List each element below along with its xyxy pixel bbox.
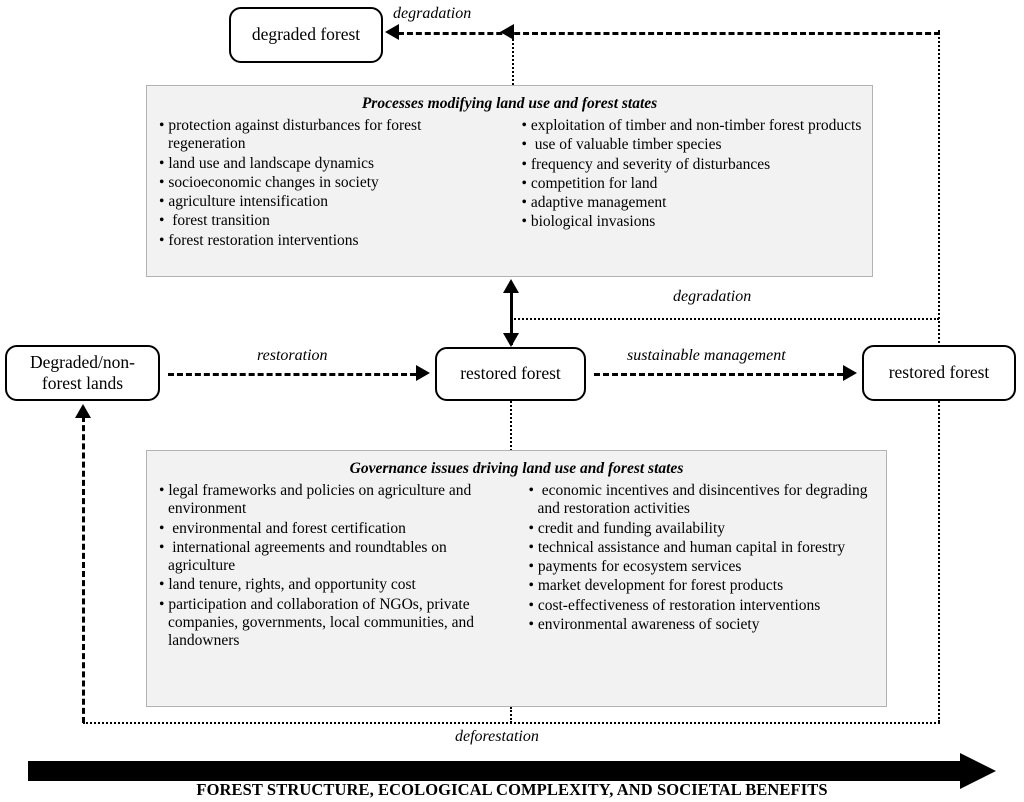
node-degraded-non-forest-lands-label-line2: forest lands xyxy=(41,373,124,393)
list-item: biological invasions xyxy=(522,213,863,231)
panel-processes-title: Processes modifying land use and forest … xyxy=(361,95,658,112)
list-item: use of valuable timber species xyxy=(522,136,863,154)
list-item: forest restoration interventions xyxy=(159,232,502,250)
node-degraded-non-forest-lands[interactable]: Degraded/non- forest lands xyxy=(5,345,160,401)
list-item: adaptive management xyxy=(522,194,863,212)
node-restored-forest-right-label: restored forest xyxy=(888,362,990,383)
panel-processes-right-list: exploitation of timber and non-timber fo… xyxy=(522,117,863,232)
panel-processes-left-column: protection against disturbances for fore… xyxy=(153,117,510,251)
list-item: market development for forest products xyxy=(529,577,877,595)
edge-label-sustainable-management: sustainable management xyxy=(627,347,786,364)
edge-processes-restored-arrowhead-down xyxy=(503,333,519,347)
list-item: payments for ecosystem services xyxy=(529,558,877,576)
edge-label-degradation-middle: degradation xyxy=(673,288,752,305)
edge-degradation-top-line xyxy=(398,32,940,35)
edge-label-deforestation: deforestation xyxy=(455,728,539,745)
panel-processes-modifying: Processes modifying land use and forest … xyxy=(146,85,873,277)
edge-sustainable-management-arrowhead xyxy=(843,365,857,381)
node-degraded-forest[interactable]: degraded forest xyxy=(229,7,383,63)
connector-processes-to-degradation-top xyxy=(512,32,514,85)
list-item: economic incentives and disincentives fo… xyxy=(529,482,877,519)
edge-processes-restored-arrowhead-up xyxy=(503,279,519,293)
panel-governance-right-list: economic incentives and disincentives fo… xyxy=(529,482,877,634)
edge-deforestation-riser xyxy=(82,416,85,723)
list-item: legal frameworks and policies on agricul… xyxy=(159,482,509,519)
list-item: land tenure, rights, and opportunity cos… xyxy=(159,576,509,594)
list-item: environmental and forest certification xyxy=(159,520,509,538)
list-item: exploitation of timber and non-timber fo… xyxy=(522,117,863,135)
bottom-axis-arrow xyxy=(28,753,996,789)
edge-restoration-line xyxy=(168,373,416,376)
node-restored-forest-right[interactable]: restored forest xyxy=(862,345,1016,401)
list-item: agriculture intensification xyxy=(159,193,502,211)
node-degraded-forest-label: degraded forest xyxy=(251,24,361,45)
edge-degradation-top-arrowhead xyxy=(385,24,399,40)
list-item: technical assistance and human capital i… xyxy=(529,539,877,557)
list-item: frequency and severity of disturbances xyxy=(522,156,863,174)
connector-governance-to-deforestation xyxy=(510,707,512,723)
bottom-axis-arrow-icon xyxy=(28,753,996,789)
edge-label-degradation-top: degradation xyxy=(393,5,472,22)
panel-governance-issues: Governance issues driving land use and f… xyxy=(146,450,887,707)
bottom-axis-caption: FOREST STRUCTURE, ECOLOGICAL COMPLEXITY,… xyxy=(196,780,828,799)
list-item: competition for land xyxy=(522,175,863,193)
node-degraded-non-forest-lands-label-line1: Degraded/non- xyxy=(30,351,135,372)
edge-deforestation-arrowhead xyxy=(75,404,91,418)
panel-governance-title: Governance issues driving land use and f… xyxy=(349,460,684,477)
edge-label-restoration: restoration xyxy=(257,347,328,364)
connector-restored-to-governance xyxy=(510,401,512,451)
edge-sustainable-management-line xyxy=(594,373,843,376)
list-item: forest transition xyxy=(159,212,502,230)
list-item: environmental awareness of society xyxy=(529,616,877,634)
list-item: credit and funding availability xyxy=(529,520,877,538)
panel-processes-left-list: protection against disturbances for fore… xyxy=(159,117,502,250)
panel-governance-left-list: legal frameworks and policies on agricul… xyxy=(159,482,509,651)
list-item: protection against disturbances for fore… xyxy=(159,117,502,154)
node-restored-forest-middle-label: restored forest xyxy=(460,363,561,384)
list-item: land use and landscape dynamics xyxy=(159,155,502,173)
list-item: international agreements and roundtables… xyxy=(159,539,509,576)
edge-restoration-arrowhead xyxy=(416,365,430,381)
node-restored-forest-middle[interactable]: restored forest xyxy=(435,347,586,401)
panel-governance-left-column: legal frameworks and policies on agricul… xyxy=(153,482,517,652)
edge-degradation-middle-line xyxy=(511,318,939,320)
list-item: cost-effectiveness of restoration interv… xyxy=(529,597,877,615)
edge-processes-restored-shaft xyxy=(510,290,513,345)
list-item: participation and collaboration of NGOs,… xyxy=(159,596,509,651)
panel-governance-right-column: economic incentives and disincentives fo… xyxy=(517,482,881,652)
edge-deforestation-line xyxy=(83,722,940,724)
list-item: socioeconomic changes in society xyxy=(159,174,502,192)
panel-processes-right-column: exploitation of timber and non-timber fo… xyxy=(510,117,867,251)
edge-degradation-processes-arrowhead xyxy=(500,24,514,40)
